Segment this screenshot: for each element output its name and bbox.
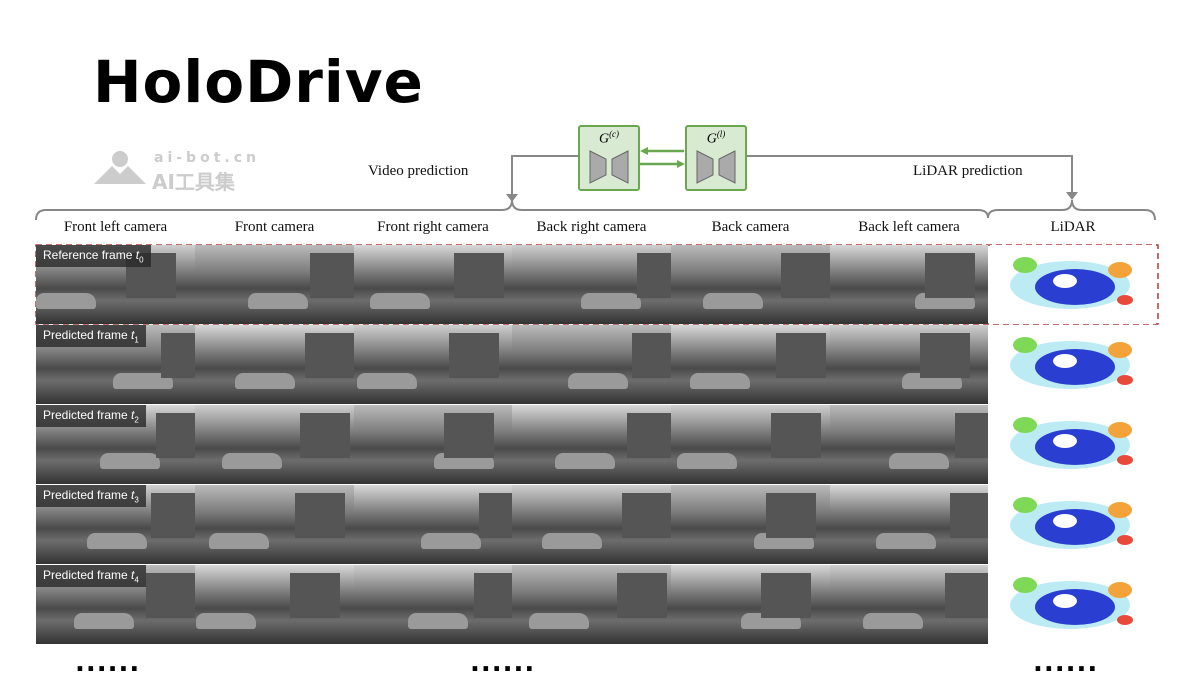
frame-label: Predicted frame t3 [36,485,146,508]
video-prediction-label: Video prediction [368,163,469,179]
lidar-point-cloud [990,485,1156,564]
camera-frame-image: Predicted frame t1 [36,325,195,404]
frame-label-text: Predicted frame [43,328,132,342]
column-header: Front left camera [63,219,168,235]
camera-frame-image [671,485,830,564]
frame-label-text: Predicted frame [43,408,132,422]
camera-frame-image [671,245,830,324]
frame-index: 0 [139,255,144,265]
frame-label-text: Predicted frame [43,488,132,502]
generator-symbol: G [598,131,610,147]
ellipsis-center: ...... [470,648,536,675]
camera-frame-image [354,405,512,484]
camera-frame-image [195,485,354,564]
camera-frame-image: Reference frame t0 [36,245,195,324]
frame-label: Predicted frame t2 [36,405,146,428]
column-header: Back right camera [536,219,647,235]
camera-frame-image [512,405,671,484]
camera-frame-image [830,485,988,564]
camera-frame-image [671,565,830,644]
column-header: Back left camera [858,219,960,235]
page-title: HoloDrive [93,48,424,116]
camera-frame-image [830,565,988,644]
generator-symbol: G [706,131,717,147]
lidar-point-cloud [990,565,1156,644]
camera-frame-image [195,245,354,324]
frame-label: Predicted frame t1 [36,325,146,348]
column-header: Back camera [711,219,790,235]
camera-frame-image [354,485,512,564]
frame-label: Reference frame t0 [36,245,151,268]
column-header: LiDAR [1050,219,1096,235]
camera-frame-image [671,325,830,404]
watermark-logo-icon [94,151,146,184]
frame-label: Predicted frame t4 [36,565,146,588]
watermark-text-cn: AI工具集 [152,170,235,194]
camera-frame-image [195,405,354,484]
camera-frame-image: Predicted frame t2 [36,405,195,484]
watermark: ai-bot.cn AI工具集 [92,150,256,194]
camera-generator-block: G(c) [578,125,640,191]
camera-frame-image [512,565,671,644]
column-header: Front camera [234,219,315,235]
camera-frame-image [354,245,512,324]
frame-index: 4 [134,575,139,585]
camera-frame-image [830,245,988,324]
frame-label-text: Reference frame [43,248,136,262]
lidar-generator-block: G(l) [685,125,747,191]
generator-superscript: (l) [716,129,726,139]
ellipsis-right: ...... [1033,648,1099,675]
camera-frame-image [512,245,671,324]
generator-superscript: (c) [609,129,620,139]
lidar-point-cloud [990,245,1156,324]
camera-frame-image [512,325,671,404]
camera-frame-image [195,325,354,404]
frame-index: 2 [134,415,139,425]
watermark-text: ai-bot.cn [154,150,260,166]
frame-label-text: Predicted frame [43,568,132,582]
camera-frame-image [830,405,988,484]
camera-frame-image [354,325,512,404]
frame-index: 3 [134,495,139,505]
encoder-decoder-icon [696,150,736,184]
camera-frame-image [671,405,830,484]
lidar-point-cloud [990,325,1156,404]
camera-frame-image [830,325,988,404]
camera-frame-image [354,565,512,644]
camera-frame-image [195,565,354,644]
lidar-prediction-label: LiDAR prediction [913,163,1023,179]
column-header: Front right camera [377,219,489,235]
lidar-point-cloud [990,405,1156,484]
frame-index: 1 [134,335,139,345]
ellipsis-left: ...... [75,648,141,675]
camera-frame-image [512,485,671,564]
camera-frame-image: Predicted frame t4 [36,565,195,644]
encoder-decoder-icon [589,150,629,184]
camera-frame-image: Predicted frame t3 [36,485,195,564]
